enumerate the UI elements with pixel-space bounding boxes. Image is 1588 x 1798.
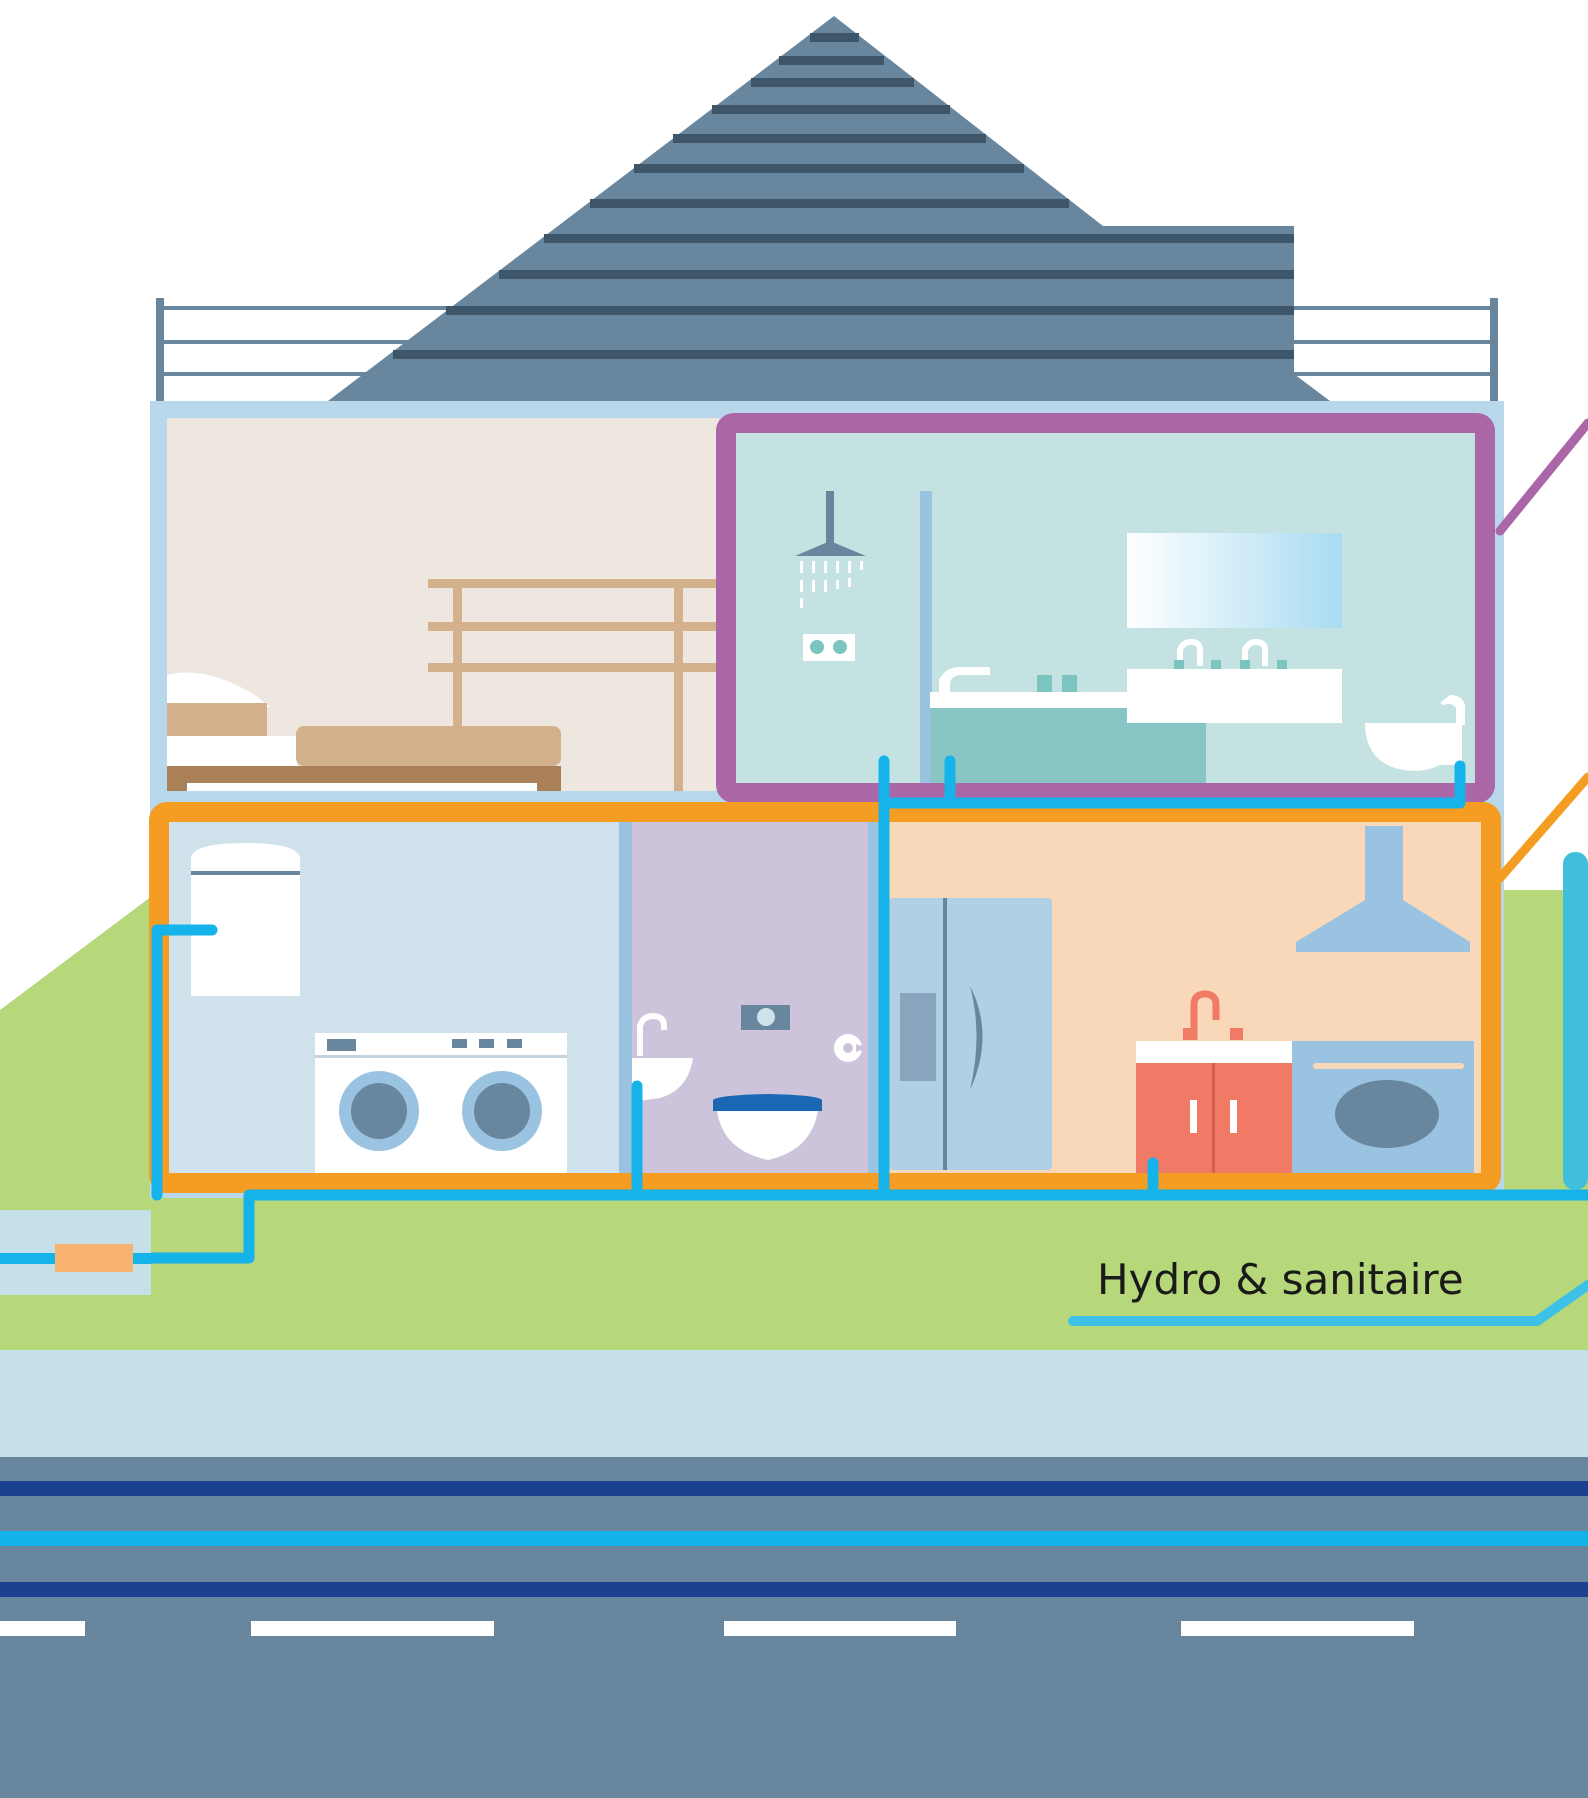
water-heater-icon [191,843,300,996]
ground-floor [168,820,1495,1173]
divider [619,820,632,1173]
road-main-dark-2 [0,1582,1588,1597]
service-pipe-end [1563,852,1588,1190]
bathroom-callout [1500,423,1588,531]
mirror-icon [1127,533,1342,628]
dishwasher-icon [1292,1041,1474,1173]
refrigerator-icon [889,898,1052,1170]
road-marking-3 [724,1621,956,1636]
washer-dryer-icon [315,1033,567,1173]
road-marking-2 [251,1621,494,1636]
divider [868,820,880,1173]
water-meter-icon [0,1210,151,1295]
road-marking-4 [1181,1621,1414,1636]
road-marking-1 [0,1621,85,1636]
rail-post-right [1490,298,1498,401]
sidewalk [0,1350,1588,1457]
road-main-water [0,1531,1588,1546]
hydro-sanitaire-label: Hydro & sanitaire [1097,1255,1464,1304]
rail-post-left [156,298,164,401]
roof-icon [156,16,1498,401]
road-main-dark-1 [0,1481,1588,1496]
roof-body [328,16,1330,401]
bedroom [167,418,719,791]
bathroom [719,418,1489,791]
